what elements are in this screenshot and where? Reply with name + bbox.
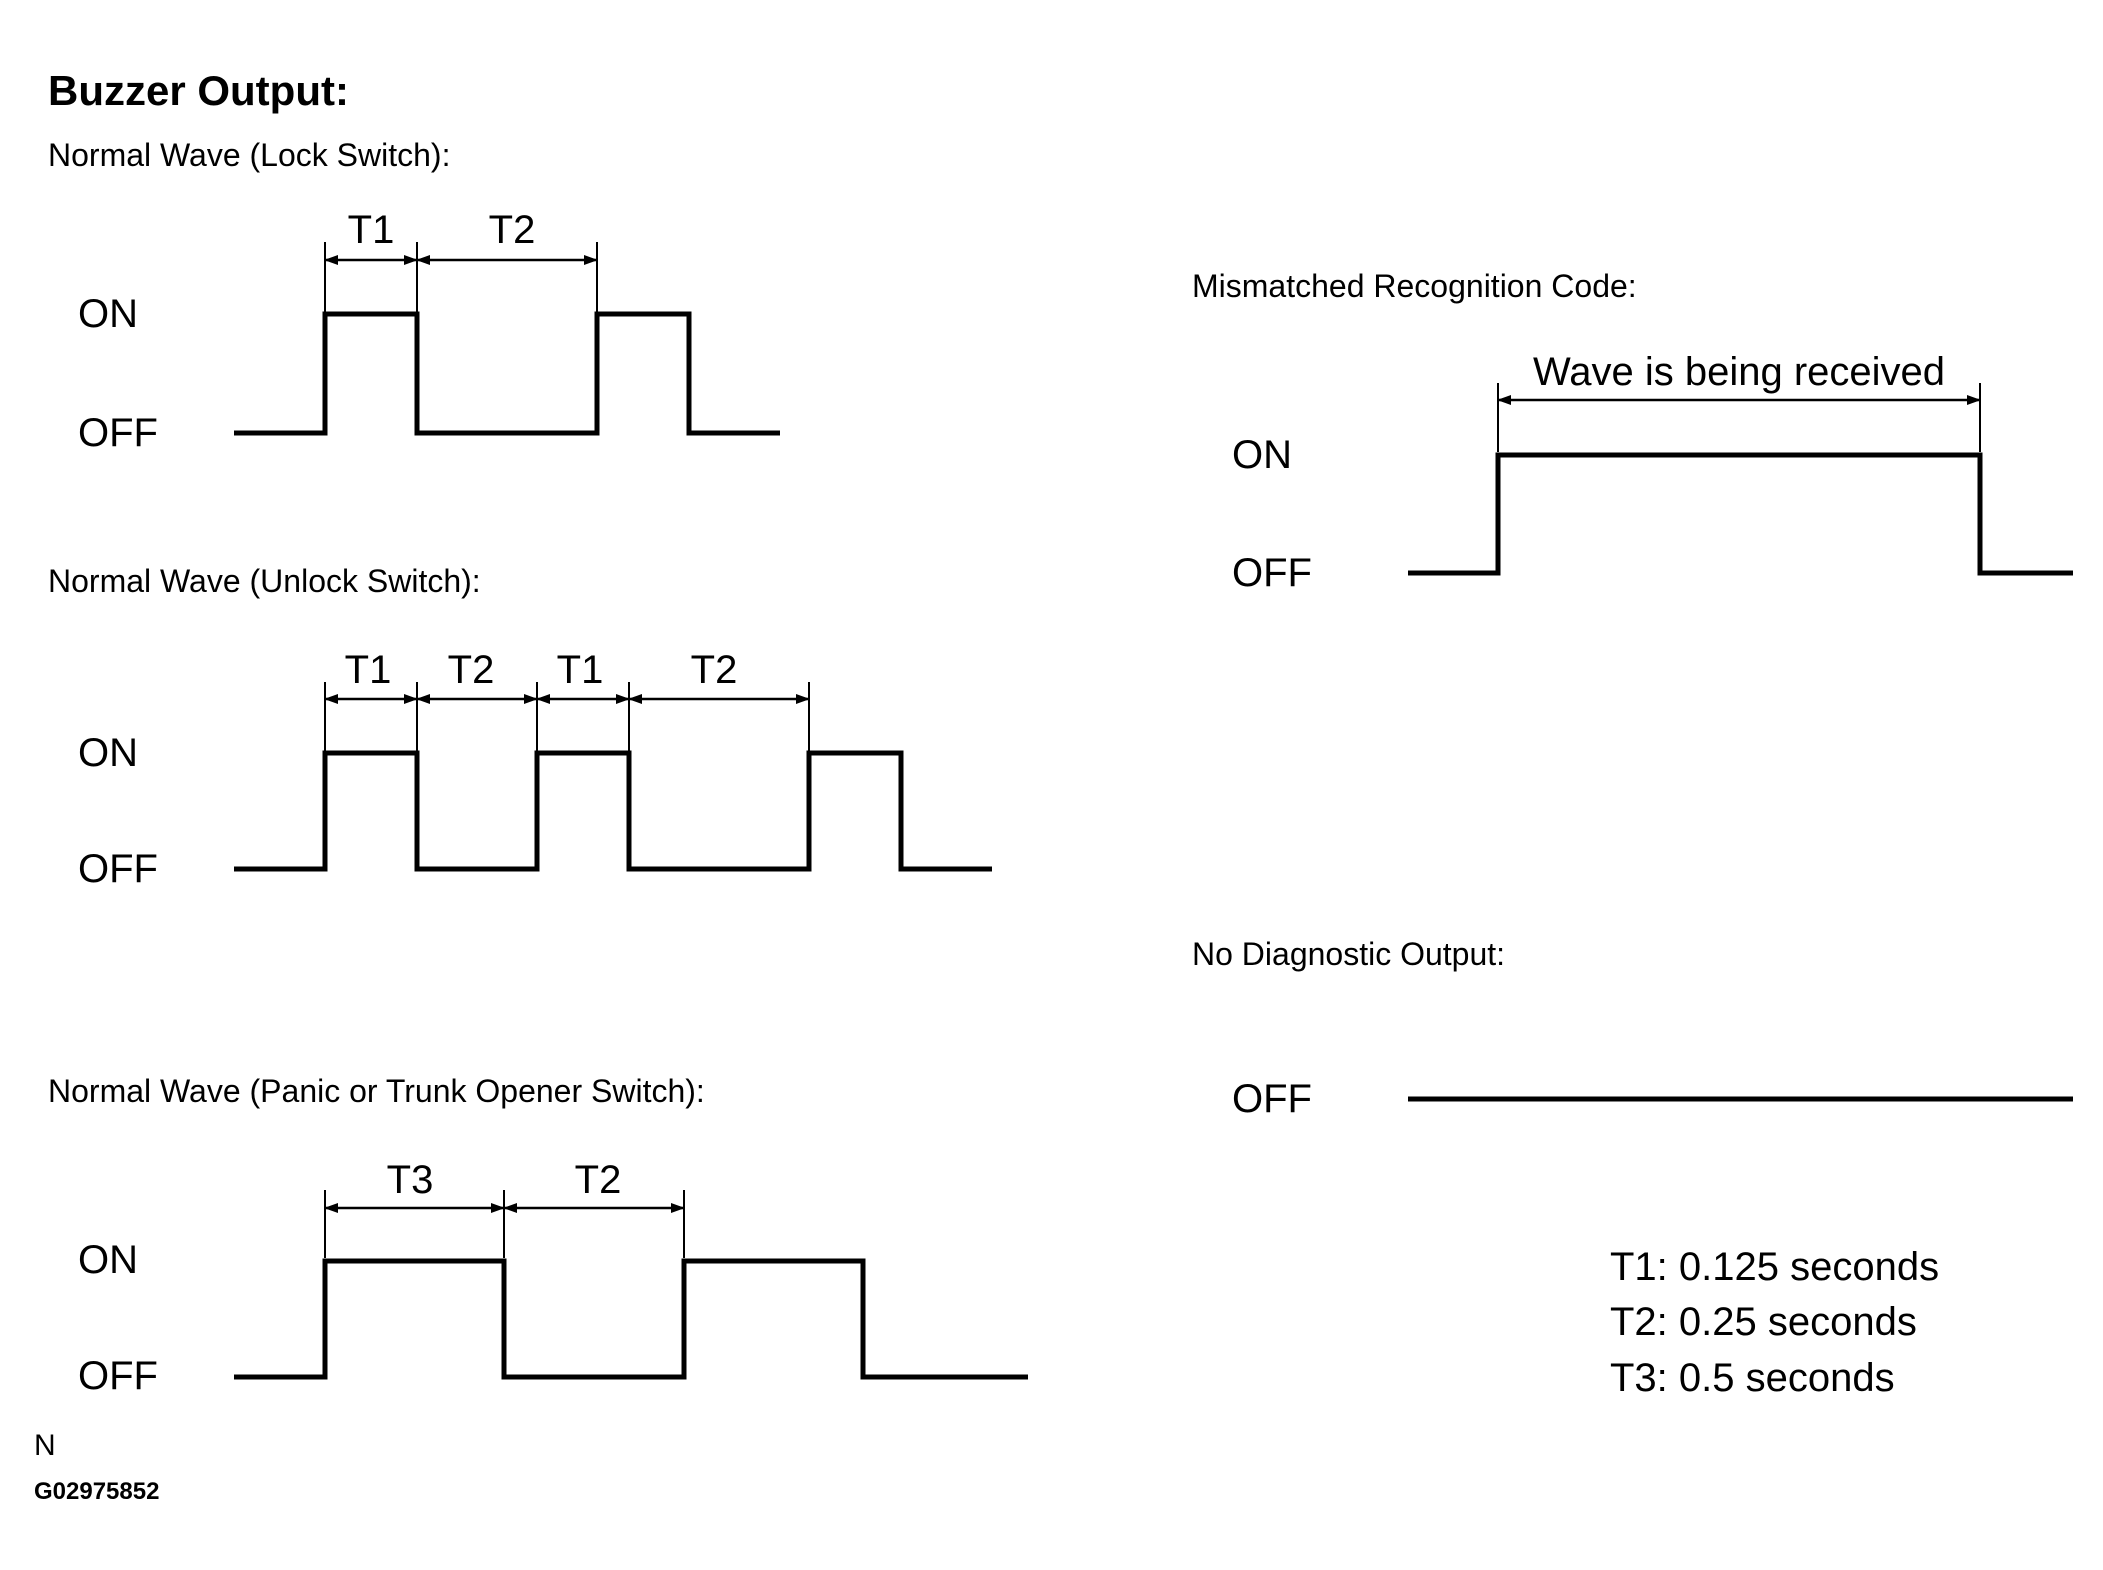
panic-waveform bbox=[234, 1258, 1028, 1380]
lock-t2-label: T2 bbox=[489, 208, 536, 252]
unlock-on-label: ON bbox=[78, 731, 138, 775]
lock-switch-panel: Normal Wave (Lock Switch): ON OFF T1 T2 bbox=[48, 137, 780, 455]
panic-t3-label: T3 bbox=[387, 1158, 434, 1202]
no-output-panel: No Diagnostic Output: OFF bbox=[1192, 936, 2073, 1121]
unlock-off-label: OFF bbox=[78, 847, 158, 891]
mismatch-on-label: ON bbox=[1232, 433, 1292, 477]
panic-switch-caption: Normal Wave (Panic or Trunk Opener Switc… bbox=[48, 1073, 705, 1109]
panic-switch-panel: Normal Wave (Panic or Trunk Opener Switc… bbox=[48, 1073, 1028, 1398]
unlock-t1-label-b: T1 bbox=[557, 648, 604, 692]
unlock-t2-label-b: T2 bbox=[691, 648, 738, 692]
mismatch-off-label: OFF bbox=[1232, 551, 1312, 595]
lock-off-label: OFF bbox=[78, 411, 158, 455]
legend-t3: T3: 0.5 seconds bbox=[1610, 1356, 1895, 1400]
unlock-t2-label-a: T2 bbox=[448, 648, 495, 692]
timing-legend: T1: 0.125 seconds T2: 0.25 seconds T3: 0… bbox=[1610, 1245, 1939, 1400]
panic-t2-label: T2 bbox=[575, 1158, 622, 1202]
mismatch-panel: Mismatched Recognition Code: ON OFF Wave… bbox=[1192, 268, 2073, 595]
unlock-switch-panel: Normal Wave (Unlock Switch): ON OFF T1 T… bbox=[48, 563, 992, 891]
mismatch-waveform bbox=[1408, 452, 2073, 576]
unlock-switch-caption: Normal Wave (Unlock Switch): bbox=[48, 563, 481, 599]
no-output-off-label: OFF bbox=[1232, 1077, 1312, 1121]
unlock-t1-label-a: T1 bbox=[345, 648, 392, 692]
lock-switch-caption: Normal Wave (Lock Switch): bbox=[48, 137, 450, 173]
lock-t1-label: T1 bbox=[348, 208, 395, 252]
lock-waveform bbox=[234, 311, 780, 436]
panic-off-label: OFF bbox=[78, 1354, 158, 1398]
mismatch-receiving-label: Wave is being received bbox=[1533, 350, 1945, 394]
unlock-waveform bbox=[234, 750, 992, 872]
legend-t2: T2: 0.25 seconds bbox=[1610, 1300, 1917, 1344]
corner-mark: N bbox=[34, 1429, 56, 1462]
panic-on-label: ON bbox=[78, 1238, 138, 1282]
no-output-caption: No Diagnostic Output: bbox=[1192, 936, 1505, 972]
legend-t1: T1: 0.125 seconds bbox=[1610, 1245, 1939, 1289]
mismatch-caption: Mismatched Recognition Code: bbox=[1192, 268, 1637, 304]
lock-on-label: ON bbox=[78, 292, 138, 336]
figure-code: G02975852 bbox=[34, 1478, 159, 1505]
diagram-title: Buzzer Output: bbox=[48, 67, 349, 114]
